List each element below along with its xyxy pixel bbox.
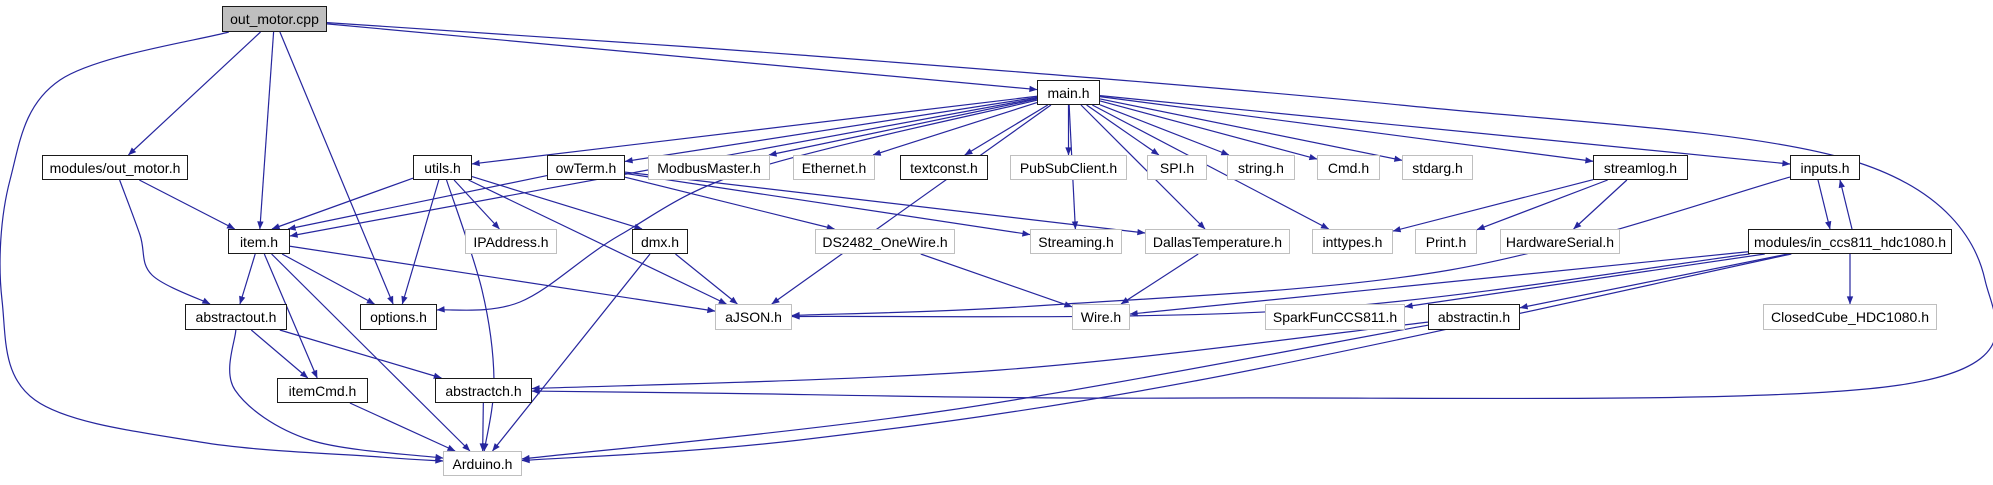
node-textc[interactable]: textconst.h [900,155,988,180]
node-inputs[interactable]: inputs.h [1790,155,1860,180]
node-ach[interactable]: abstractch.h [435,378,532,403]
node-ccs[interactable]: modules/in_ccs811_hdc1080.h [1748,229,1952,254]
node-cmd: Cmd.h [1317,155,1380,180]
node-hwserial: HardwareSerial.h [1500,229,1620,254]
node-print: Print.h [1415,229,1477,254]
node-itemcmd[interactable]: itemCmd.h [277,378,368,403]
node-options[interactable]: options.h [360,304,437,330]
node-sparkfun: SparkFunCCS811.h [1265,304,1405,330]
node-eth: Ethernet.h [793,155,875,180]
node-inttypes: inttypes.h [1312,229,1393,254]
node-streaming: Streaming.h [1030,229,1122,254]
node-owterm[interactable]: owTerm.h [547,155,625,180]
node-ds2482: DS2482_OneWire.h [815,229,955,254]
node-dallas: DallasTemperature.h [1145,229,1290,254]
node-ain[interactable]: abstractin.h [1428,304,1520,330]
node-aout[interactable]: abstractout.h [185,304,287,330]
node-main[interactable]: main.h [1037,80,1100,105]
node-ipaddr: IPAddress.h [465,229,557,254]
node-stdarg: stdarg.h [1402,155,1473,180]
node-ccube: ClosedCube_HDC1080.h [1763,304,1937,330]
node-slog[interactable]: streamlog.h [1593,155,1688,180]
node-outh[interactable]: modules/out_motor.h [42,155,188,180]
node-utils[interactable]: utils.h [413,155,472,180]
node-arduino: Arduino.h [443,451,522,476]
node-string: string.h [1227,155,1295,180]
node-ajson: aJSON.h [715,304,792,330]
node-spi: SPI.h [1147,155,1207,180]
node-item[interactable]: item.h [228,229,290,254]
node-pubsub: PubSubClient.h [1010,155,1127,180]
node-modbus: ModbusMaster.h [648,155,770,180]
node-wire: Wire.h [1072,304,1130,330]
node-dmx[interactable]: dmx.h [632,229,688,254]
node-outcpp: out_motor.cpp [222,6,327,32]
